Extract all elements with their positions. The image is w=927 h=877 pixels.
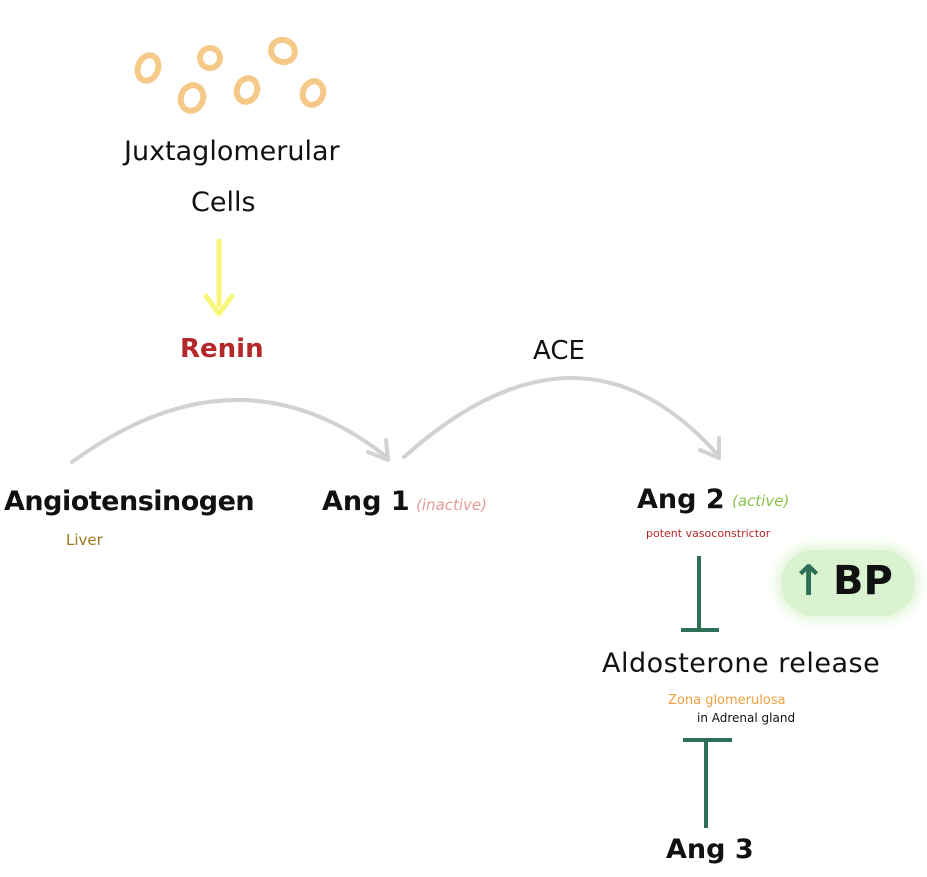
ang1-label: Ang 1 <box>322 486 410 517</box>
ace-arrow-head <box>698 436 721 460</box>
ang2-state-label: (active) <box>732 492 790 510</box>
bp-increase-badge: ↑ BP <box>781 550 915 616</box>
aldosterone-label: Aldosterone release <box>602 648 881 679</box>
angiotensinogen-label: Angiotensinogen <box>4 486 255 517</box>
cell-circle-icon <box>233 75 261 105</box>
adrenal-label: in Adrenal gland <box>697 711 796 725</box>
cell-circle-icon <box>197 45 223 71</box>
liver-label: Liver <box>66 531 103 549</box>
ace-conversion-arc <box>402 376 720 459</box>
cells-label-line2: Cells <box>191 187 256 218</box>
ace-label: ACE <box>533 336 585 366</box>
secretion-arrow-head <box>203 293 235 317</box>
cells-label-line1: Juxtaglomerular <box>124 136 340 167</box>
ang2-label: Ang 2 <box>637 484 725 515</box>
renin-arrow-head <box>366 438 390 462</box>
bp-label: BP <box>833 558 893 604</box>
renin-conversion-arc <box>70 398 390 464</box>
cell-circle-icon <box>268 36 298 66</box>
ang3-label: Ang 3 <box>666 834 754 865</box>
renin-label: Renin <box>180 334 264 364</box>
up-arrow-icon: ↑ <box>791 556 827 605</box>
cell-circle-icon <box>177 82 207 114</box>
zona-label: Zona glomerulosa <box>668 693 786 708</box>
cell-circle-icon <box>134 52 162 84</box>
cell-circle-icon <box>299 78 327 108</box>
ang1-state-label: (inactive) <box>416 496 487 514</box>
ang2-note-label: potent vasoconstrictor <box>646 527 771 540</box>
